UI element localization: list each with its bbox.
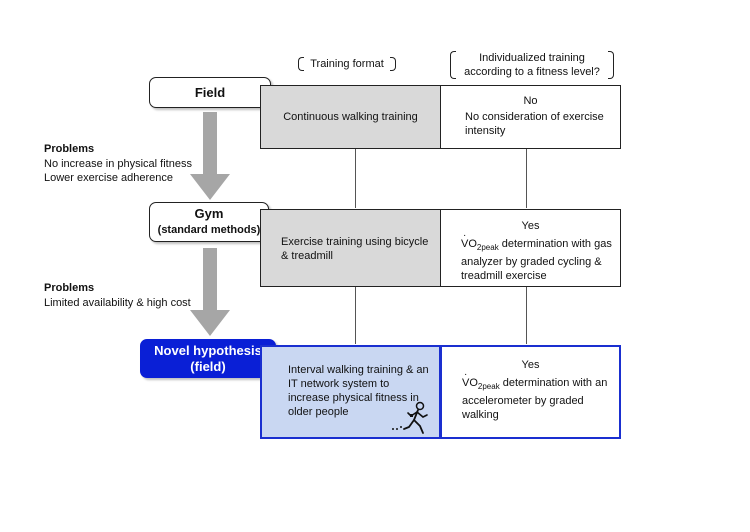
stage-gym-label: Gym [194, 206, 224, 221]
detail-text: ·VO2peak determination with gas analyzer… [461, 230, 612, 283]
answer-text: Yes [521, 359, 540, 371]
individualized-cell: No No consideration of exercise intensit… [440, 85, 621, 149]
stage-novel-label: Novel hypothesis [154, 343, 262, 358]
problems-title: Problems [44, 282, 95, 294]
vo2-subscript: 2peak [477, 382, 500, 392]
format-text: Interval walking training & an IT networ… [288, 364, 429, 418]
stage-novel-sublabel: (field) [190, 359, 226, 374]
vo2-symbol: VO [462, 377, 478, 389]
problems-line: Limited availability & high cost [44, 297, 191, 309]
stage-gym: Gym (standard methods) [149, 202, 269, 242]
header-individualized-line2: according to a fitness level? [464, 66, 600, 78]
problems-block: Problems Limited availability & high cos… [44, 282, 191, 310]
format-text: Continuous walking training [283, 111, 418, 123]
problems-line: No increase in physical fitness [44, 158, 192, 170]
vo2-subscript: 2peak [476, 243, 499, 253]
down-arrow-icon [190, 248, 230, 336]
connector-line [355, 148, 356, 208]
format-cell-novel: Interval walking training & an IT networ… [260, 345, 441, 439]
stage-gym-sublabel: (standard methods) [157, 224, 261, 236]
problems-block: Problems No increase in physical fitness… [44, 143, 192, 185]
walker-icon [392, 401, 428, 434]
vo2-symbol: VO [461, 238, 477, 250]
answer-text: Yes [521, 220, 540, 232]
format-text: Exercise training using bicycle & treadm… [281, 236, 429, 262]
header-individualized: Individualized training according to a f… [450, 51, 614, 79]
format-cell: Continuous walking training [260, 85, 441, 149]
stage-field-label: Field [194, 85, 226, 100]
connector-line [355, 286, 356, 344]
detail-rest: determination with an accelerometer by g… [462, 377, 608, 422]
individualized-cell: Yes ·VO2peak determination with gas anal… [440, 209, 621, 287]
stage-novel-hypothesis: Novel hypothesis (field) [140, 339, 276, 378]
detail-text: ·VO2peak determination with an accelerom… [462, 369, 608, 422]
problems-title: Problems [44, 143, 95, 155]
connector-line [526, 148, 527, 208]
detail-rest: determination with gas analyzer by grade… [461, 238, 612, 283]
answer-text: No [523, 95, 538, 107]
connector-line [526, 286, 527, 344]
problems-line: Lower exercise adherence [44, 172, 174, 184]
header-training-format-text: Training format [310, 58, 384, 70]
detail-text: No consideration of exercise intensity [465, 111, 604, 137]
header-training-format: Training format [298, 57, 396, 71]
stage-field: Field [149, 77, 271, 108]
format-cell: Exercise training using bicycle & treadm… [260, 209, 441, 287]
individualized-cell-novel: Yes ·VO2peak determination with an accel… [440, 345, 621, 439]
header-individualized-line1: Individualized training [479, 52, 585, 64]
down-arrow-icon [190, 112, 230, 200]
